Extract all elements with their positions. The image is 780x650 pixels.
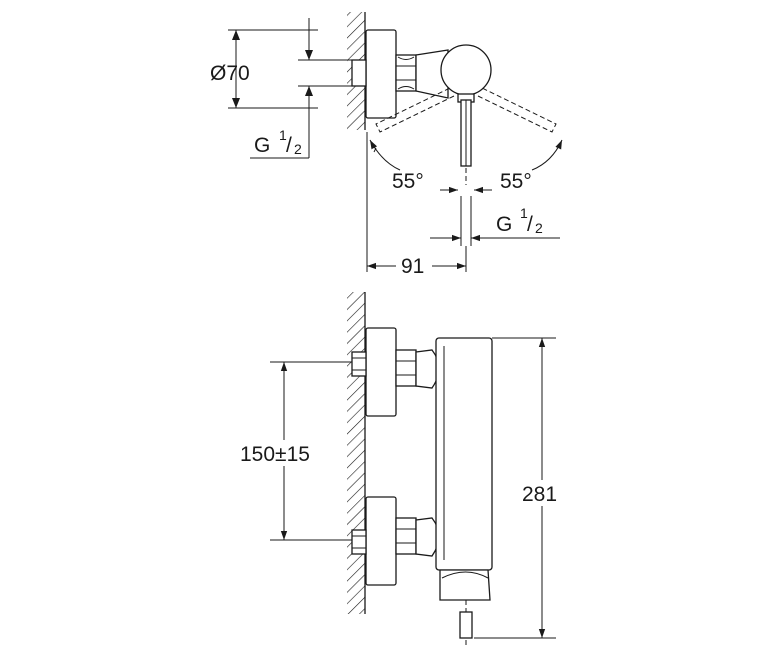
lower-connection [351,496,440,586]
upper-connection [351,327,440,417]
mixer-body-circle [440,44,492,96]
thread-label-left-den: 2 [294,141,302,157]
thread-label-bottom-den: 2 [535,220,543,236]
thread-label-left-slash: / [286,134,292,157]
height-dimension: 281 [474,337,564,639]
body-connector-top [415,49,449,99]
thread-label-left-num: 1 [279,127,287,143]
lever-top [457,93,475,167]
outlet-front [439,569,491,645]
inlet-stub-top [351,59,367,87]
lever-swing-left [375,87,455,133]
swing-arrow-left [369,139,401,171]
thread-label-bottom-slash: / [527,213,533,236]
wall-flange-top [365,29,397,119]
top-view: Ø70 G 1 / 2 55° 55° G [210,12,563,278]
wall-hatch-front [347,292,366,614]
depth-dimension: 91 [366,132,467,278]
height-label: 281 [522,483,557,506]
spacing-label: 150±15 [240,443,310,466]
diameter-dimension: Ø70 [210,29,318,109]
thread-label-bottom-main: G [496,213,512,236]
diameter-label: Ø70 [210,62,250,85]
thread-label-bottom-num: 1 [520,205,528,221]
thread-dimension-bottom: G 1 / 2 [430,196,560,246]
thread-label-left-main: G [254,134,270,157]
lever-swing-right [477,87,557,133]
thread-dimension-left: G 1 / 2 [250,18,352,159]
spacing-dimension: 150±15 [238,361,352,541]
front-view: 150±15 281 [238,292,564,645]
hex-nut-top [395,54,417,92]
angle-left-label: 55° [392,170,424,193]
depth-label: 91 [401,255,424,278]
swing-arrow-right [531,139,563,171]
angle-right-label: 55° [500,170,532,193]
